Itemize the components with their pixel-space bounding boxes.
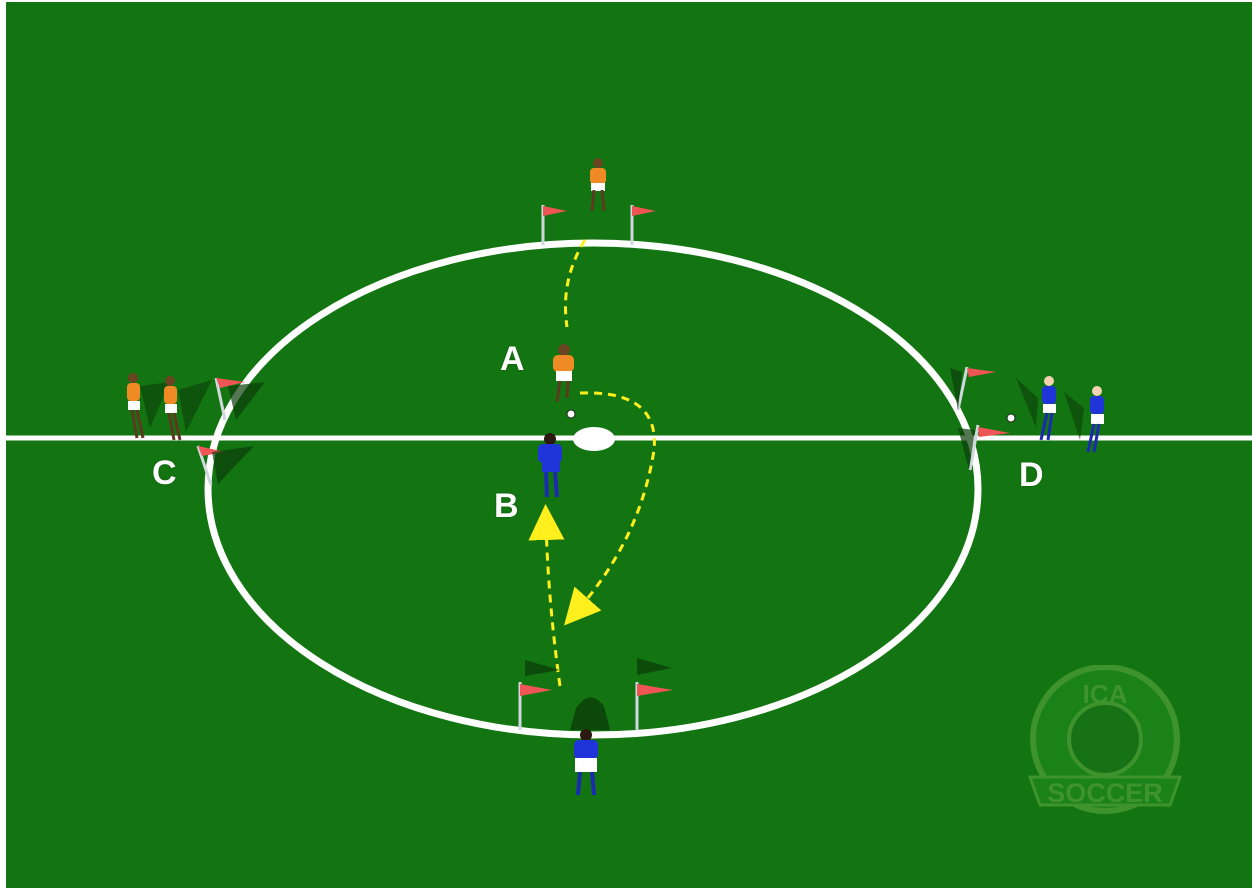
corner-flag-icon [635, 658, 673, 730]
label-d: D [1019, 456, 1044, 494]
run-path-top [563, 239, 587, 328]
player-figure-icon [127, 373, 170, 439]
corner-flag-icon [518, 660, 560, 730]
label-c: C [152, 454, 177, 492]
center-spot [573, 427, 615, 451]
player-figure-icon [538, 433, 562, 498]
soccer-ball-icon [566, 409, 576, 419]
run-path-bottom [528, 504, 565, 687]
label-b: B [494, 487, 519, 525]
corner-flag-icon [214, 377, 265, 421]
label-a: A [500, 340, 525, 378]
corner-flag-icon [630, 205, 656, 245]
pass-path-curve [564, 391, 656, 626]
watermark-bottom-text: SOCCER [1047, 778, 1163, 808]
center-circle [204, 239, 982, 739]
player-figure-icon [570, 697, 610, 796]
ica-soccer-watermark: ICA SOCCER [1020, 665, 1190, 825]
corner-flag-icon [950, 366, 996, 411]
watermark-badge-icon [1027, 665, 1183, 814]
corner-flag-icon [541, 205, 567, 245]
player-figure-icon [164, 376, 212, 441]
player-figure-icon [1064, 386, 1104, 453]
corner-flag-icon [196, 445, 254, 486]
player-figure-icon [1016, 376, 1056, 441]
player-figure-icon [553, 344, 574, 403]
corner-flag-icon [958, 424, 1010, 471]
watermark-top-text: ICA [1082, 679, 1128, 709]
soccer-ball-icon [1006, 413, 1016, 423]
player-figure-icon [590, 158, 606, 212]
